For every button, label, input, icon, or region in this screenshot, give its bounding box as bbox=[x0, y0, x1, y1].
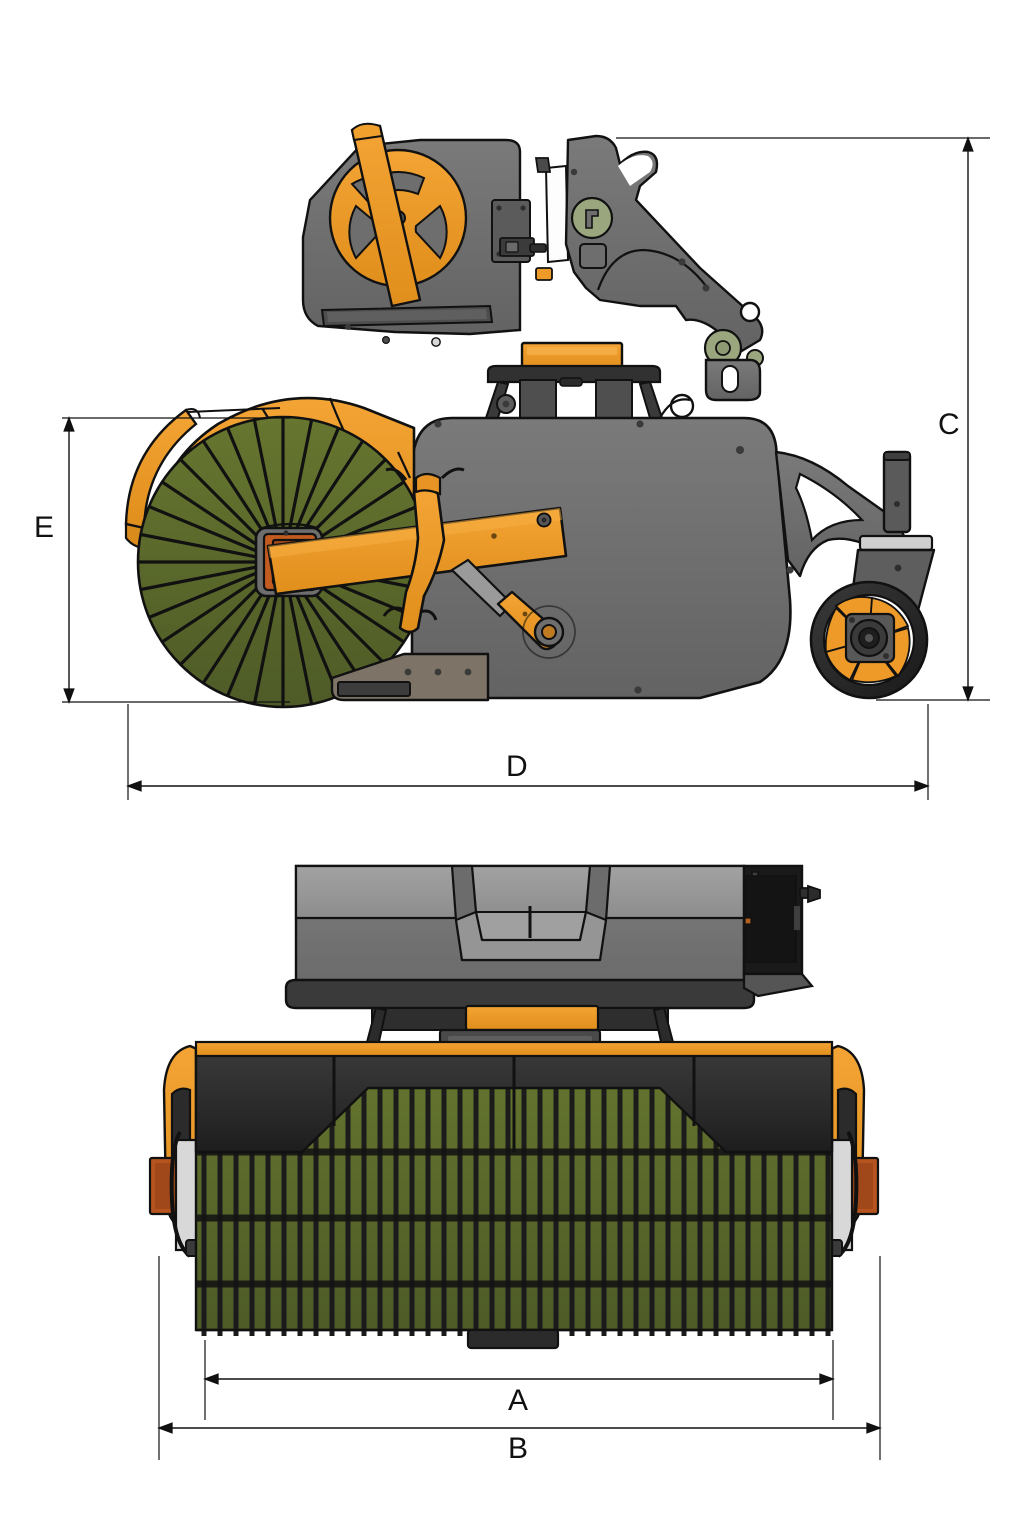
hydraulic-cylinder bbox=[450, 558, 576, 659]
orange-support-arm bbox=[266, 467, 568, 634]
orange-mount-block bbox=[464, 1004, 600, 1032]
dimension-E bbox=[62, 416, 290, 704]
front-elevation-view bbox=[148, 864, 880, 1350]
skid-shoe bbox=[330, 652, 490, 702]
dimension-lines-front-view bbox=[157, 1256, 882, 1460]
dimension-label-A: A bbox=[508, 1384, 529, 1417]
drive-motor-housing bbox=[742, 864, 821, 998]
mount-frame-assembly bbox=[301, 122, 764, 419]
dimension-A bbox=[203, 1340, 835, 1420]
dimension-C bbox=[616, 136, 990, 702]
pivot-bushing bbox=[570, 196, 614, 240]
dimension-B bbox=[157, 1256, 882, 1460]
quick-hitch-coupler bbox=[564, 134, 764, 402]
dimension-lines-side-view bbox=[62, 136, 990, 800]
orange-lever-arm bbox=[350, 122, 422, 308]
caster-wheel-assembly bbox=[809, 534, 936, 700]
dimension-D bbox=[126, 704, 930, 800]
dimension-label-B: B bbox=[508, 1432, 529, 1465]
brush-shroud bbox=[194, 1040, 834, 1154]
dimension-label-D: D bbox=[506, 750, 528, 783]
dimension-label-E: E bbox=[34, 511, 55, 544]
side-elevation-view bbox=[124, 122, 936, 709]
dimension-label-C: C bbox=[938, 408, 960, 441]
hopper-box bbox=[284, 864, 756, 1010]
